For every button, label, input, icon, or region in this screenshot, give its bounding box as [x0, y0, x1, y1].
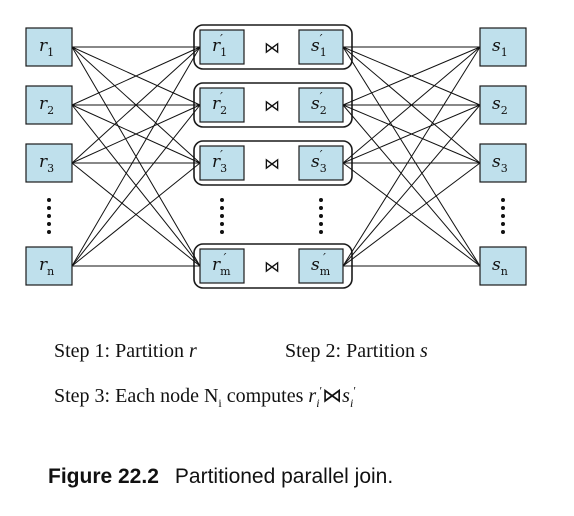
r-partition-ellipsis-dot-1 — [220, 198, 224, 202]
r-partition-ellipsis-dot-3 — [220, 214, 224, 218]
wire-node1-to-s2 — [342, 46, 481, 106]
r-partition-box-1 — [199, 29, 245, 65]
wire-r3-to-node1 — [71, 46, 201, 164]
s-partition-ellipsis-dot-5 — [319, 230, 323, 234]
s-partition-box-1 — [298, 29, 344, 65]
join-symbol-2: ⋈ — [264, 96, 280, 115]
wire-node2-to-s4 — [342, 104, 481, 267]
right-ellipsis-dot-4 — [501, 222, 505, 226]
wire-r3-to-node2 — [71, 104, 201, 164]
right-ellipsis-dot-3 — [501, 214, 505, 218]
wire-node3-to-s4 — [342, 162, 481, 267]
r-partition-box-3 — [199, 145, 245, 181]
partitioned-join-diagram: r1r2r3rns1s2s3snr1′⋈s1′r2′⋈s2′r3′⋈s3′rm′… — [25, 24, 527, 289]
r-partition-box-2 — [199, 87, 245, 123]
wire-node1-to-s4 — [342, 46, 481, 267]
left-ellipsis-dot-1 — [47, 198, 51, 202]
left-node-box-3 — [25, 143, 73, 183]
figure-title: Partitioned parallel join. — [174, 465, 394, 488]
s-partition-ellipsis-dot-4 — [319, 222, 323, 226]
wire-node1-to-s3 — [342, 46, 481, 164]
right-node-box-1 — [479, 27, 527, 67]
wire-r4-to-node1 — [71, 46, 201, 267]
figure-caption: Figure 22.2 Partitioned parallel join. — [48, 465, 393, 489]
s-partition-ellipsis-dot-3 — [319, 214, 323, 218]
join-symbol-3: ⋈ — [264, 154, 280, 173]
left-node-box-2 — [25, 85, 73, 125]
left-node-box-4 — [25, 246, 73, 286]
wire-r2-to-node1 — [71, 46, 201, 106]
left-ellipsis-dot-2 — [47, 206, 51, 210]
r-partition-ellipsis-dot-5 — [220, 230, 224, 234]
left-node-box-1 — [25, 27, 73, 67]
r-partition-ellipsis-dot-4 — [220, 222, 224, 226]
figure-number: Figure 22.2 — [48, 465, 159, 488]
left-ellipsis-dot-3 — [47, 214, 51, 218]
right-node-box-2 — [479, 85, 527, 125]
left-ellipsis-dot-4 — [47, 222, 51, 226]
join-symbol-4: ⋈ — [264, 257, 280, 276]
step3-caption: Step 3: Each node Ni computes ri′⋈si′ — [54, 383, 356, 410]
right-node-box-4 — [479, 246, 527, 286]
left-ellipsis-dot-5 — [47, 230, 51, 234]
wire-r4-to-node3 — [71, 162, 201, 267]
step1-caption: Step 1: Partition r — [54, 340, 197, 362]
s-partition-ellipsis-dot-1 — [319, 198, 323, 202]
right-ellipsis-dot-2 — [501, 206, 505, 210]
s-partition-box-3 — [298, 145, 344, 181]
wire-r4-to-node2 — [71, 104, 201, 267]
r-partition-ellipsis-dot-2 — [220, 206, 224, 210]
right-ellipsis-dot-5 — [501, 230, 505, 234]
s-partition-box-2 — [298, 87, 344, 123]
wire-node2-to-s3 — [342, 104, 481, 164]
s-partition-box-4 — [298, 248, 344, 284]
right-ellipsis-dot-1 — [501, 198, 505, 202]
s-partition-label-4: sm′ — [311, 251, 331, 278]
right-node-box-3 — [479, 143, 527, 183]
r-partition-box-4 — [199, 248, 245, 284]
step2-caption: Step 2: Partition s — [285, 340, 428, 362]
join-symbol-1: ⋈ — [264, 38, 280, 57]
s-partition-ellipsis-dot-2 — [319, 206, 323, 210]
